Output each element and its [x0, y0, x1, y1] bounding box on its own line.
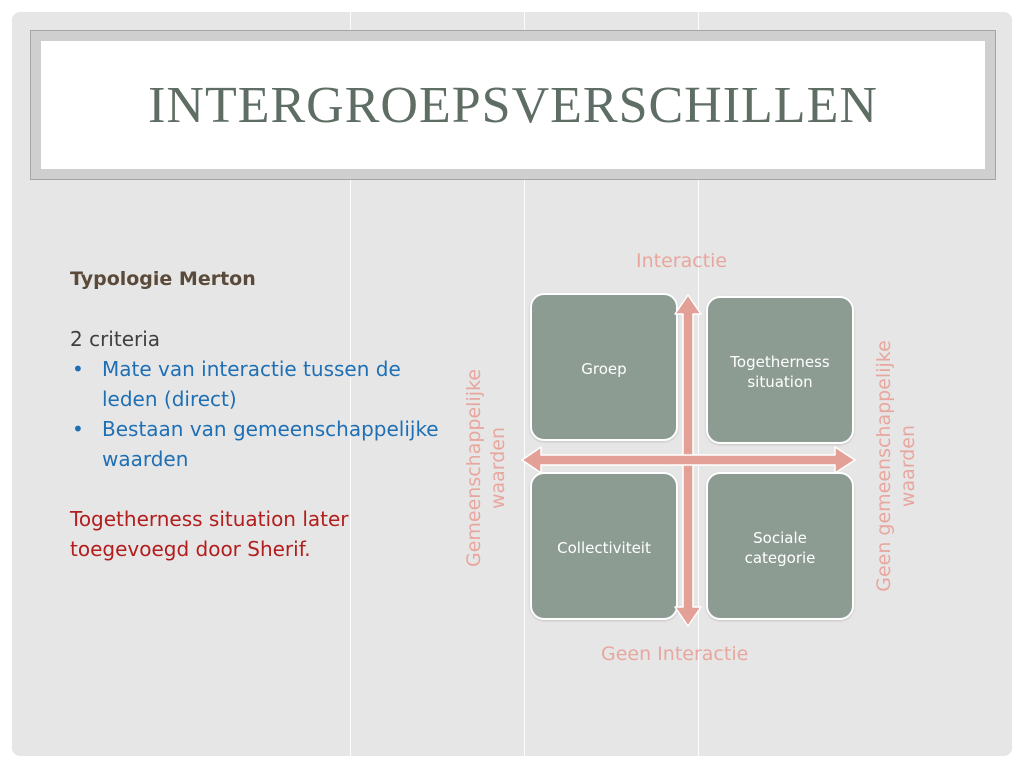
background-stripe	[350, 12, 351, 756]
axis-label-bottom: Geen Interactie	[601, 643, 749, 665]
quadrant-label-line2: categorie	[744, 549, 816, 567]
sherif-note: Togetherness situation later toegevoegd …	[70, 507, 349, 561]
content-body: Typologie Merton 2 criteria • Mate van i…	[70, 264, 450, 564]
quadrant-groep: Groep	[530, 293, 678, 441]
bullet-list: • Mate van interactie tussen de leden (d…	[70, 354, 450, 474]
quadrant-collectiviteit: Collectiviteit	[530, 472, 678, 620]
title-panel: INTERGROEPSVERSCHILLEN	[41, 41, 985, 169]
bullet-icon: •	[72, 417, 84, 441]
quadrant-label-line1: Sociale	[753, 529, 807, 547]
bullet-text: Mate van interactie tussen de leden (dir…	[102, 357, 401, 411]
bullet-item: • Bestaan van gemeenschappelijke waarden	[70, 414, 450, 474]
quadrant-label-line2: situation	[747, 373, 813, 391]
bullet-text: Bestaan van gemeenschappelijke waarden	[102, 417, 439, 471]
subheading: Typologie Merton	[70, 268, 256, 290]
background-stripe	[524, 12, 525, 756]
bullet-item: • Mate van interactie tussen de leden (d…	[70, 354, 450, 414]
slide-title: INTERGROEPSVERSCHILLEN	[148, 76, 878, 134]
quadrant-label-line1: Togetherness	[730, 353, 830, 371]
title-frame: INTERGROEPSVERSCHILLEN	[30, 30, 996, 180]
quadrant-sociale-categorie: Sociale categorie	[706, 472, 854, 620]
background-stripe	[698, 12, 699, 756]
criteria-label: 2 criteria	[70, 327, 161, 351]
horizontal-axis-arrow	[521, 446, 856, 474]
quadrant-label: Groep	[581, 360, 627, 378]
quadrant-togetherness-situation: Togetherness situation	[706, 296, 854, 444]
quadrant-label: Collectiviteit	[557, 539, 651, 557]
axis-label-top: Interactie	[636, 250, 728, 272]
bullet-icon: •	[72, 357, 84, 381]
axis-arrows	[521, 294, 856, 627]
slide: INTERGROEPSVERSCHILLEN Typologie Merton …	[12, 12, 1012, 756]
